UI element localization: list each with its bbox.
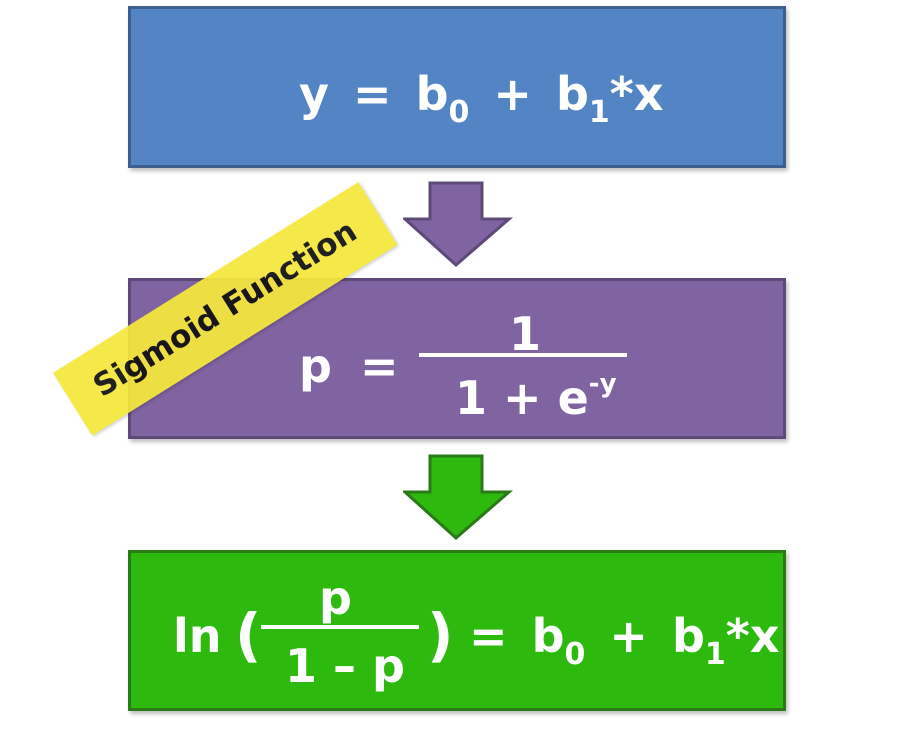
sigmoid-numerator: 1	[509, 307, 542, 361]
linear-equation-box: y = b0 + b1*x	[128, 6, 786, 168]
equals-sign: =	[469, 609, 508, 663]
open-paren: (	[235, 601, 262, 669]
b1-term: b	[555, 67, 589, 121]
p-var: p	[299, 339, 332, 393]
plus-sign: +	[493, 67, 532, 121]
p-equals: p =	[299, 343, 399, 389]
logit-rhs: = b0 + b1*x	[469, 613, 780, 670]
b-term: b	[415, 67, 449, 121]
ln-label: ln	[173, 609, 222, 663]
logit-equation-box: ln ( p 1 – p ) = b0 + b1*x	[128, 550, 786, 711]
linear-equation: y = b0 + b1*x	[299, 71, 664, 128]
b-subscript-0: 0	[448, 95, 470, 130]
plus-sign: +	[609, 609, 648, 663]
b-subscript-1: 1	[704, 637, 726, 672]
logit-numerator: p	[319, 571, 352, 625]
b-subscript-0: 0	[564, 637, 586, 672]
y-var: y	[299, 67, 329, 121]
exponent: -y	[588, 369, 617, 399]
logit-denominator: 1 – p	[285, 639, 405, 693]
x-term: *x	[609, 67, 664, 121]
fraction-bar	[419, 353, 627, 357]
x-term: *x	[725, 609, 780, 663]
sigmoid-denominator: 1 + e-y	[455, 371, 617, 421]
sigmoid-equation-box: p = 1 1 + e-y	[128, 278, 786, 439]
equals-sign: =	[353, 67, 392, 121]
down-arrow-icon-2	[403, 454, 513, 540]
b-subscript-1: 1	[588, 95, 610, 130]
equals-sign: =	[359, 339, 399, 393]
close-paren: )	[427, 601, 454, 669]
b-term: b	[531, 609, 565, 663]
fraction-bar	[261, 625, 419, 629]
b1-term: b	[671, 609, 705, 663]
down-arrow-icon	[403, 181, 513, 267]
denominator-base: 1 + e	[455, 371, 589, 425]
